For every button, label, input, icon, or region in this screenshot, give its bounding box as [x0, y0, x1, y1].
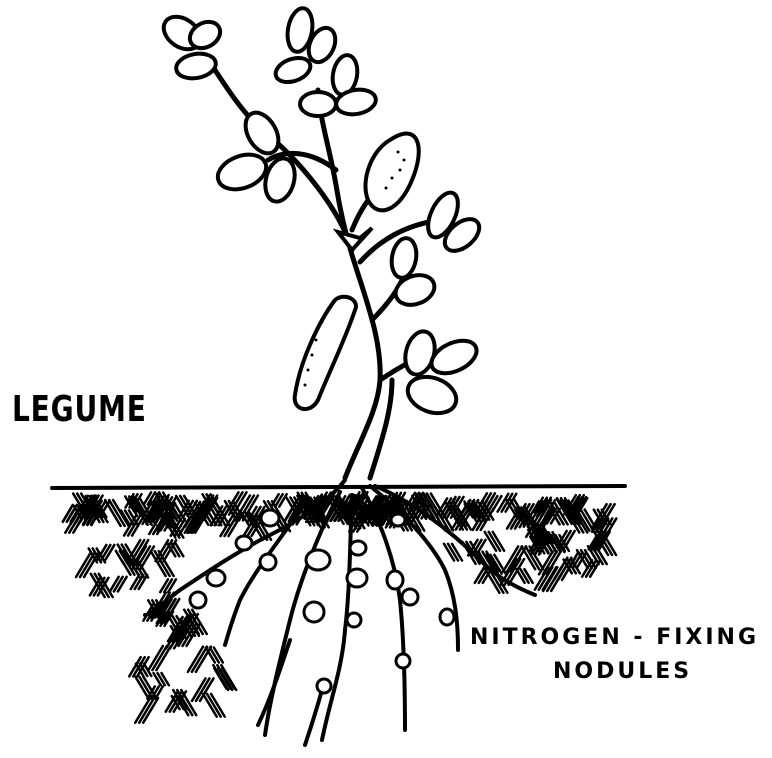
nodules-callout-line-1: NITROGEN - FIXING: [470, 627, 759, 649]
legume-label: LEGUME: [12, 392, 147, 428]
nodules-callout-line-2: NODULES: [553, 661, 692, 683]
soil-hatching: [52, 486, 625, 723]
nitrogen-fixing-nodules: [190, 510, 454, 693]
